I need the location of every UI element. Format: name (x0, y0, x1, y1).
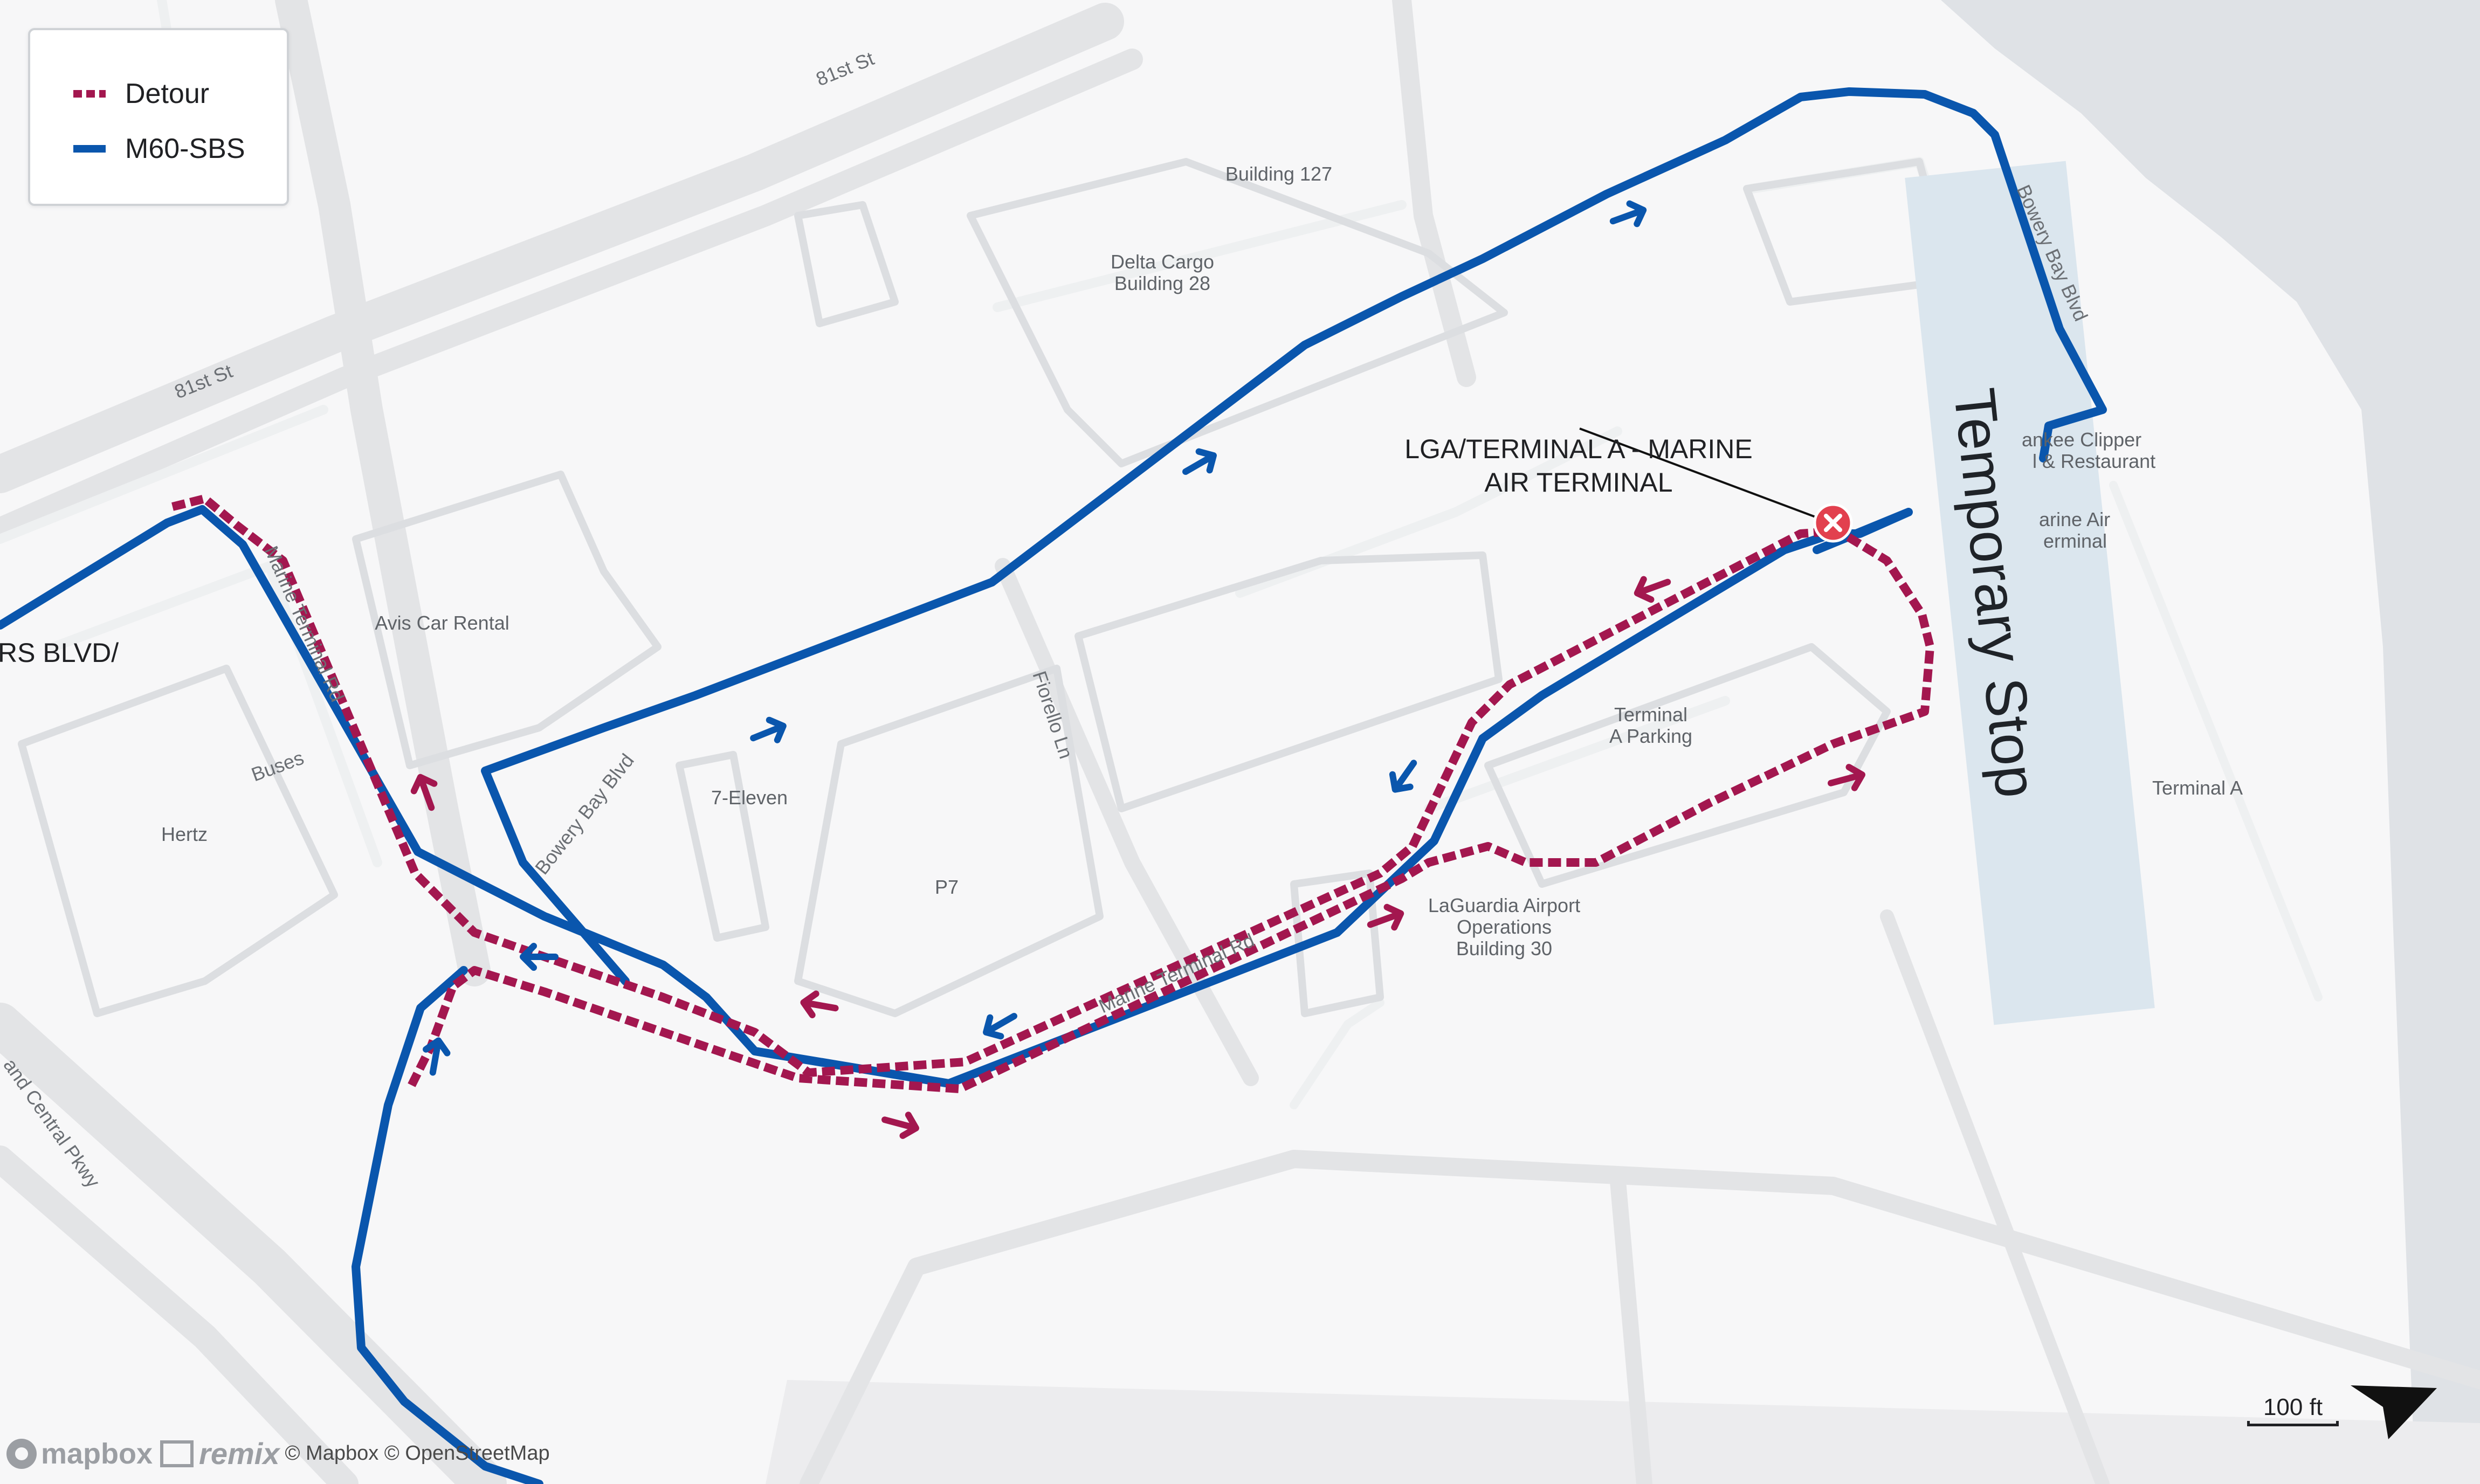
legend-route-label: M60-SBS (125, 133, 245, 164)
poi-building-127: Building 127 (1225, 163, 1332, 185)
poi-lga-ops-line2: Operations (1457, 916, 1552, 938)
direction-arrow-icon (1367, 903, 1404, 931)
poi-marine-terminal-line1: arine Air (2039, 508, 2110, 530)
map-attribution: mapbox remix © Mapbox © OpenStreetMap (6, 1436, 550, 1471)
poi-lga-ops-line3: Building 30 (1456, 937, 1552, 960)
water-area (1941, 0, 2480, 1484)
attribution-copyright[interactable]: © Mapbox © OpenStreetMap (285, 1442, 550, 1465)
remix-logo-text: remix (199, 1437, 280, 1471)
detour-swatch (73, 90, 106, 98)
direction-arrow-icon (881, 1112, 919, 1139)
direction-arrow-icon (423, 1037, 451, 1076)
legend-item-route: M60-SBS (73, 133, 245, 165)
legend-item-detour: Detour (73, 78, 209, 110)
remix-logo-icon (160, 1440, 194, 1467)
direction-arrow-icon (1634, 576, 1671, 603)
stop-leader-line (1579, 427, 1817, 519)
legend-detour-label: Detour (125, 78, 210, 109)
mapbox-logo-icon (6, 1438, 37, 1469)
map-scale: 100 ft (2247, 1394, 2339, 1426)
mapbox-logo-text: mapbox (41, 1437, 153, 1470)
direction-arrow-icon (520, 943, 559, 971)
poi-terminal-a-parking-line1: Terminal (1614, 703, 1687, 726)
poi-seven-eleven: 7-Eleven (711, 786, 788, 809)
poi-delta-cargo-line2: Building 28 (1114, 272, 1210, 294)
mapbox-logo[interactable]: mapbox (6, 1437, 153, 1471)
direction-arrow-icon (800, 990, 839, 1018)
stop-name-line1: LGA/TERMINAL A - MARINE (1404, 434, 1753, 464)
north-arrow-icon (2351, 1385, 2437, 1439)
detour-line[interactable] (171, 494, 1934, 1093)
stop-name-line2: AIR TERMINAL (1484, 467, 1672, 498)
direction-arrow-icon (1828, 764, 1865, 791)
direction-arrow-icon (1389, 760, 1417, 793)
poi-terminal-a: Terminal A (2152, 777, 2243, 799)
poi-delta-cargo-line1: Delta Cargo (1111, 251, 1214, 273)
route-swatch (73, 145, 106, 153)
poi-lga-ops-line1: LaGuardia Airport (1428, 894, 1580, 916)
closed-stop-x-icon[interactable] (1813, 503, 1853, 543)
direction-arrow-icon (1609, 200, 1647, 227)
scale-label: 100 ft (2263, 1394, 2323, 1420)
direction-arrow-icon (750, 716, 787, 743)
remix-logo[interactable]: remix (160, 1436, 279, 1471)
map-legend: Detour M60-SBS (28, 28, 289, 206)
poi-hertz: Hertz (161, 823, 208, 845)
poi-terminal-a-parking-line2: A Parking (1609, 725, 1692, 747)
direction-arrow-icon (983, 1013, 1017, 1040)
direction-arrow-icon (1182, 448, 1217, 475)
poi-p7: P7 (935, 876, 959, 898)
poi-yankee-clipper-line1: ankee Clipper (2022, 429, 2141, 451)
direction-arrow-icon (410, 774, 438, 811)
poi-yankee-clipper-line2: l & Restaurant (2033, 450, 2155, 472)
scale-bar (2247, 1421, 2339, 1426)
poi-avis-car-rental: Avis Car Rental (375, 612, 509, 634)
cutoff-stop-label: RS BLVD/ (0, 638, 119, 668)
poi-marine-terminal-line2: erminal (2043, 530, 2107, 552)
runway-area (766, 1380, 2480, 1484)
